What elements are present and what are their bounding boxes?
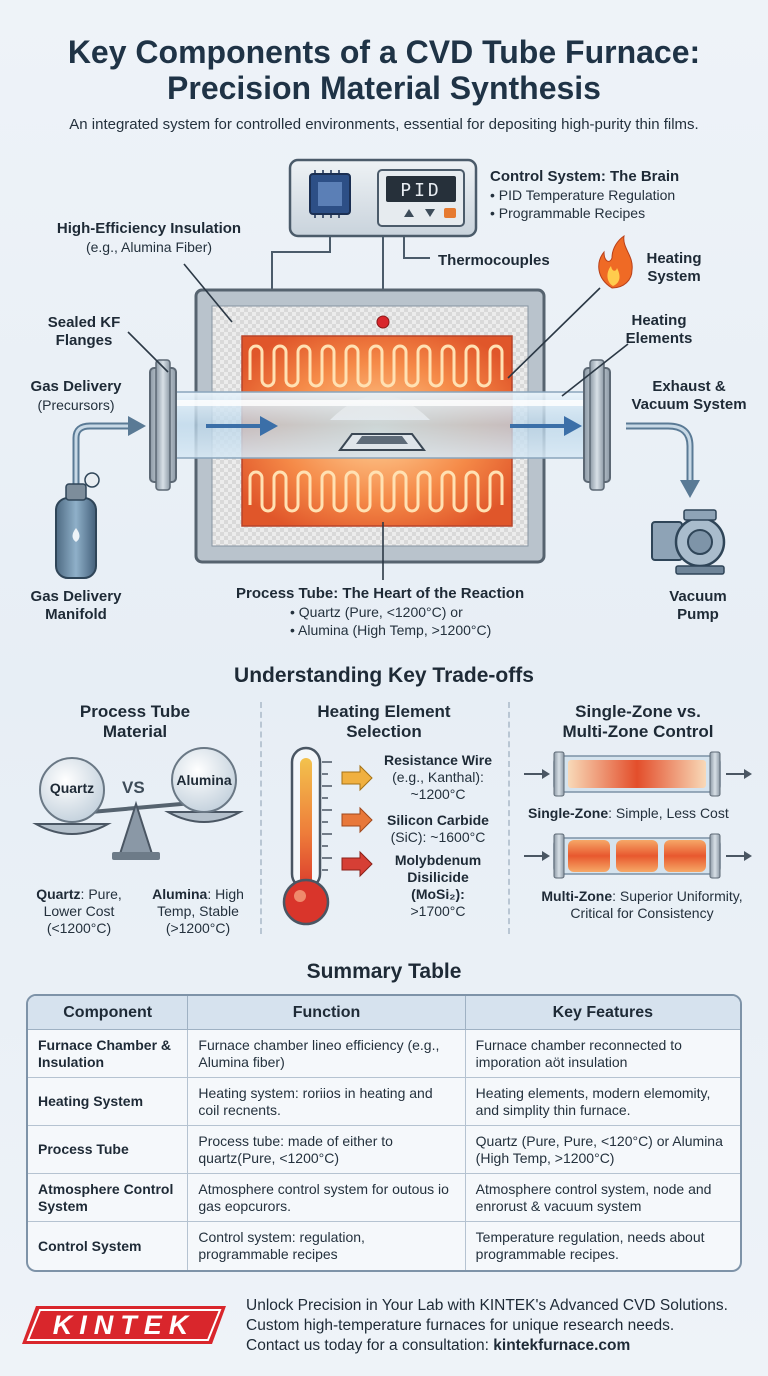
table-cell-component: Process Tube — [28, 1126, 189, 1174]
controller-unit: PID — [288, 158, 478, 238]
multi-zone-desc: Multi-Zone: Superior Uniformity, Critica… — [541, 888, 743, 921]
alumina-orb-label: Alumina — [176, 772, 232, 788]
furnace-diagram: PID — [55, 158, 726, 580]
wire — [271, 236, 331, 300]
table-cell-features: Atmosphere control system, node and enro… — [465, 1174, 740, 1222]
page-title: Key Components of a CVD Tube Furnace: Pr… — [67, 34, 701, 106]
table-header-row: Component Function Key Features — [28, 996, 740, 1030]
manifold-label: Gas Delivery Manifold — [30, 588, 122, 623]
tube-material-title: Process Tube Material — [79, 702, 191, 741]
heating-system-label: Heating System — [646, 250, 702, 285]
flame-icon — [598, 234, 633, 289]
control-bullet: • PID Temperature Regulation — [490, 187, 676, 203]
vs-label: VS — [122, 778, 145, 797]
molybdenum-item: Molybdenum Disilicide (MoSi₂): >1700°C — [394, 852, 482, 919]
footer-cta: Unlock Precision in Your Lab with KINTEK… — [246, 1297, 728, 1354]
arrow-icon-1 — [341, 764, 373, 792]
zone-diagram — [524, 751, 752, 879]
right-flange — [583, 359, 611, 491]
resistance-wire-item: Resistance Wire (e.g., Kanthal): ~1200°C — [383, 752, 493, 802]
gas-inlet-pipe — [72, 422, 130, 484]
quartz-orb-label: Quartz — [49, 780, 95, 796]
website-link[interactable]: kintekfurnace.com — [493, 1337, 631, 1354]
table-cell-function: Furnace chamber lineo efficiency (e.g., … — [188, 1030, 466, 1078]
table-cell-component: Heating System — [28, 1078, 189, 1126]
alumina-desc: Alumina: High Temp, Stable (>1200°C) — [152, 886, 244, 936]
flanges-label: Sealed KF Flanges — [47, 314, 121, 349]
table-cell-features: Temperature regulation, needs about prog… — [475, 1229, 705, 1262]
gas-inlet-arrow-icon — [128, 416, 146, 436]
divider — [260, 702, 262, 934]
arrow-icon-2 — [341, 806, 373, 834]
flow-arrow-in-icon — [260, 416, 278, 436]
table-cell-component: Furnace Chamber & Insulation — [28, 1030, 189, 1078]
single-zone-desc: Single-Zone: Simple, Less Cost — [528, 805, 729, 821]
table-row: Atmosphere Control System Atmosphere con… — [28, 1174, 740, 1222]
table-cell-features: Quartz (Pure, Pure, <120°C) or Alumina (… — [465, 1126, 740, 1174]
vacuum-pump-icon — [651, 509, 726, 575]
thermocouple-icon — [376, 315, 390, 329]
table-row: Furnace Chamber & Insulation Furnace cha… — [28, 1030, 740, 1078]
gas-delivery-label: Gas Delivery (Precursors) — [30, 378, 122, 413]
table-cell-component: Atmosphere Control System — [28, 1174, 189, 1222]
kintek-logo[interactable]: KINTEK — [20, 1300, 230, 1350]
insulation-callout: High-Efficiency Insulation (e.g., Alumin… — [56, 220, 242, 255]
table-row: Control System Control system: regulatio… — [28, 1222, 740, 1270]
single-zone-tube — [524, 751, 752, 797]
table-row: Heating System Heating system: roriios i… — [28, 1078, 740, 1126]
exhaust-pipe — [626, 422, 694, 482]
gas-cylinder-icon — [55, 472, 100, 579]
table-cell-function: Atmosphere control system for outous io … — [188, 1174, 466, 1222]
table-cell-function: Process tube: made of either to quartz(P… — [188, 1126, 466, 1174]
table-row: Process Tube Process tube: made of eithe… — [28, 1126, 740, 1174]
page-subtitle: An integrated system for controlled envi… — [69, 116, 699, 133]
multi-zone-tube — [524, 833, 752, 879]
silicon-carbide-item: Silicon Carbide (SiC): ~1600°C — [387, 812, 489, 845]
thermocouples-label: Thermocouples — [438, 252, 550, 269]
control-system-callout: Control System: The Brain • PID Temperat… — [490, 168, 760, 222]
control-bullet: • Programmable Recipes — [490, 205, 646, 221]
table-cell-function: Heating system: roriios in heating and c… — [188, 1078, 466, 1126]
svg-text:KINTEK: KINTEK — [53, 1310, 196, 1340]
vacuum-pump-label: Vacuum Pump — [669, 588, 727, 623]
heating-coil-top — [248, 344, 504, 388]
column-header: Function — [188, 996, 466, 1030]
summary-title: Summary Table — [306, 960, 462, 983]
quartz-desc: Quartz: Pure, Lower Cost (<1200°C) — [36, 886, 122, 936]
table-cell-features: Furnace chamber reconnected to imporatio… — [465, 1030, 740, 1078]
pid-display-text: PID — [400, 180, 442, 201]
left-flange — [149, 359, 177, 491]
tradeoffs-title: Understanding Key Trade-offs — [234, 664, 534, 687]
exhaust-label: Exhaust & Vacuum System — [631, 378, 747, 413]
exhaust-arrow-icon — [680, 480, 700, 498]
process-tube-callout: Process Tube: The Heart of the Reaction … — [236, 585, 525, 638]
column-header: Key Features — [465, 996, 740, 1030]
table-cell-function: Control system: regulation, programmable… — [188, 1222, 466, 1270]
table-cell-component: Control System — [28, 1222, 189, 1270]
table-cell-features: Heating elements, modern elemomity, and … — [465, 1078, 740, 1126]
balance-scale-icon — [32, 747, 244, 860]
heating-elements-label: Heating Elements — [625, 312, 693, 347]
divider — [508, 702, 510, 934]
heating-element-title: Heating Element Selection — [317, 702, 451, 741]
leader-lines — [127, 263, 629, 580]
thermometer-icon — [282, 746, 373, 926]
heating-coil-bottom — [248, 470, 504, 513]
column-header: Component — [28, 996, 189, 1030]
flow-arrow-out-icon — [564, 416, 582, 436]
zone-control-title: Single-Zone vs. Multi-Zone Control — [562, 702, 714, 741]
summary-table: Component Function Key Features Furnace … — [26, 994, 742, 1272]
arrow-icon-3 — [341, 850, 373, 878]
